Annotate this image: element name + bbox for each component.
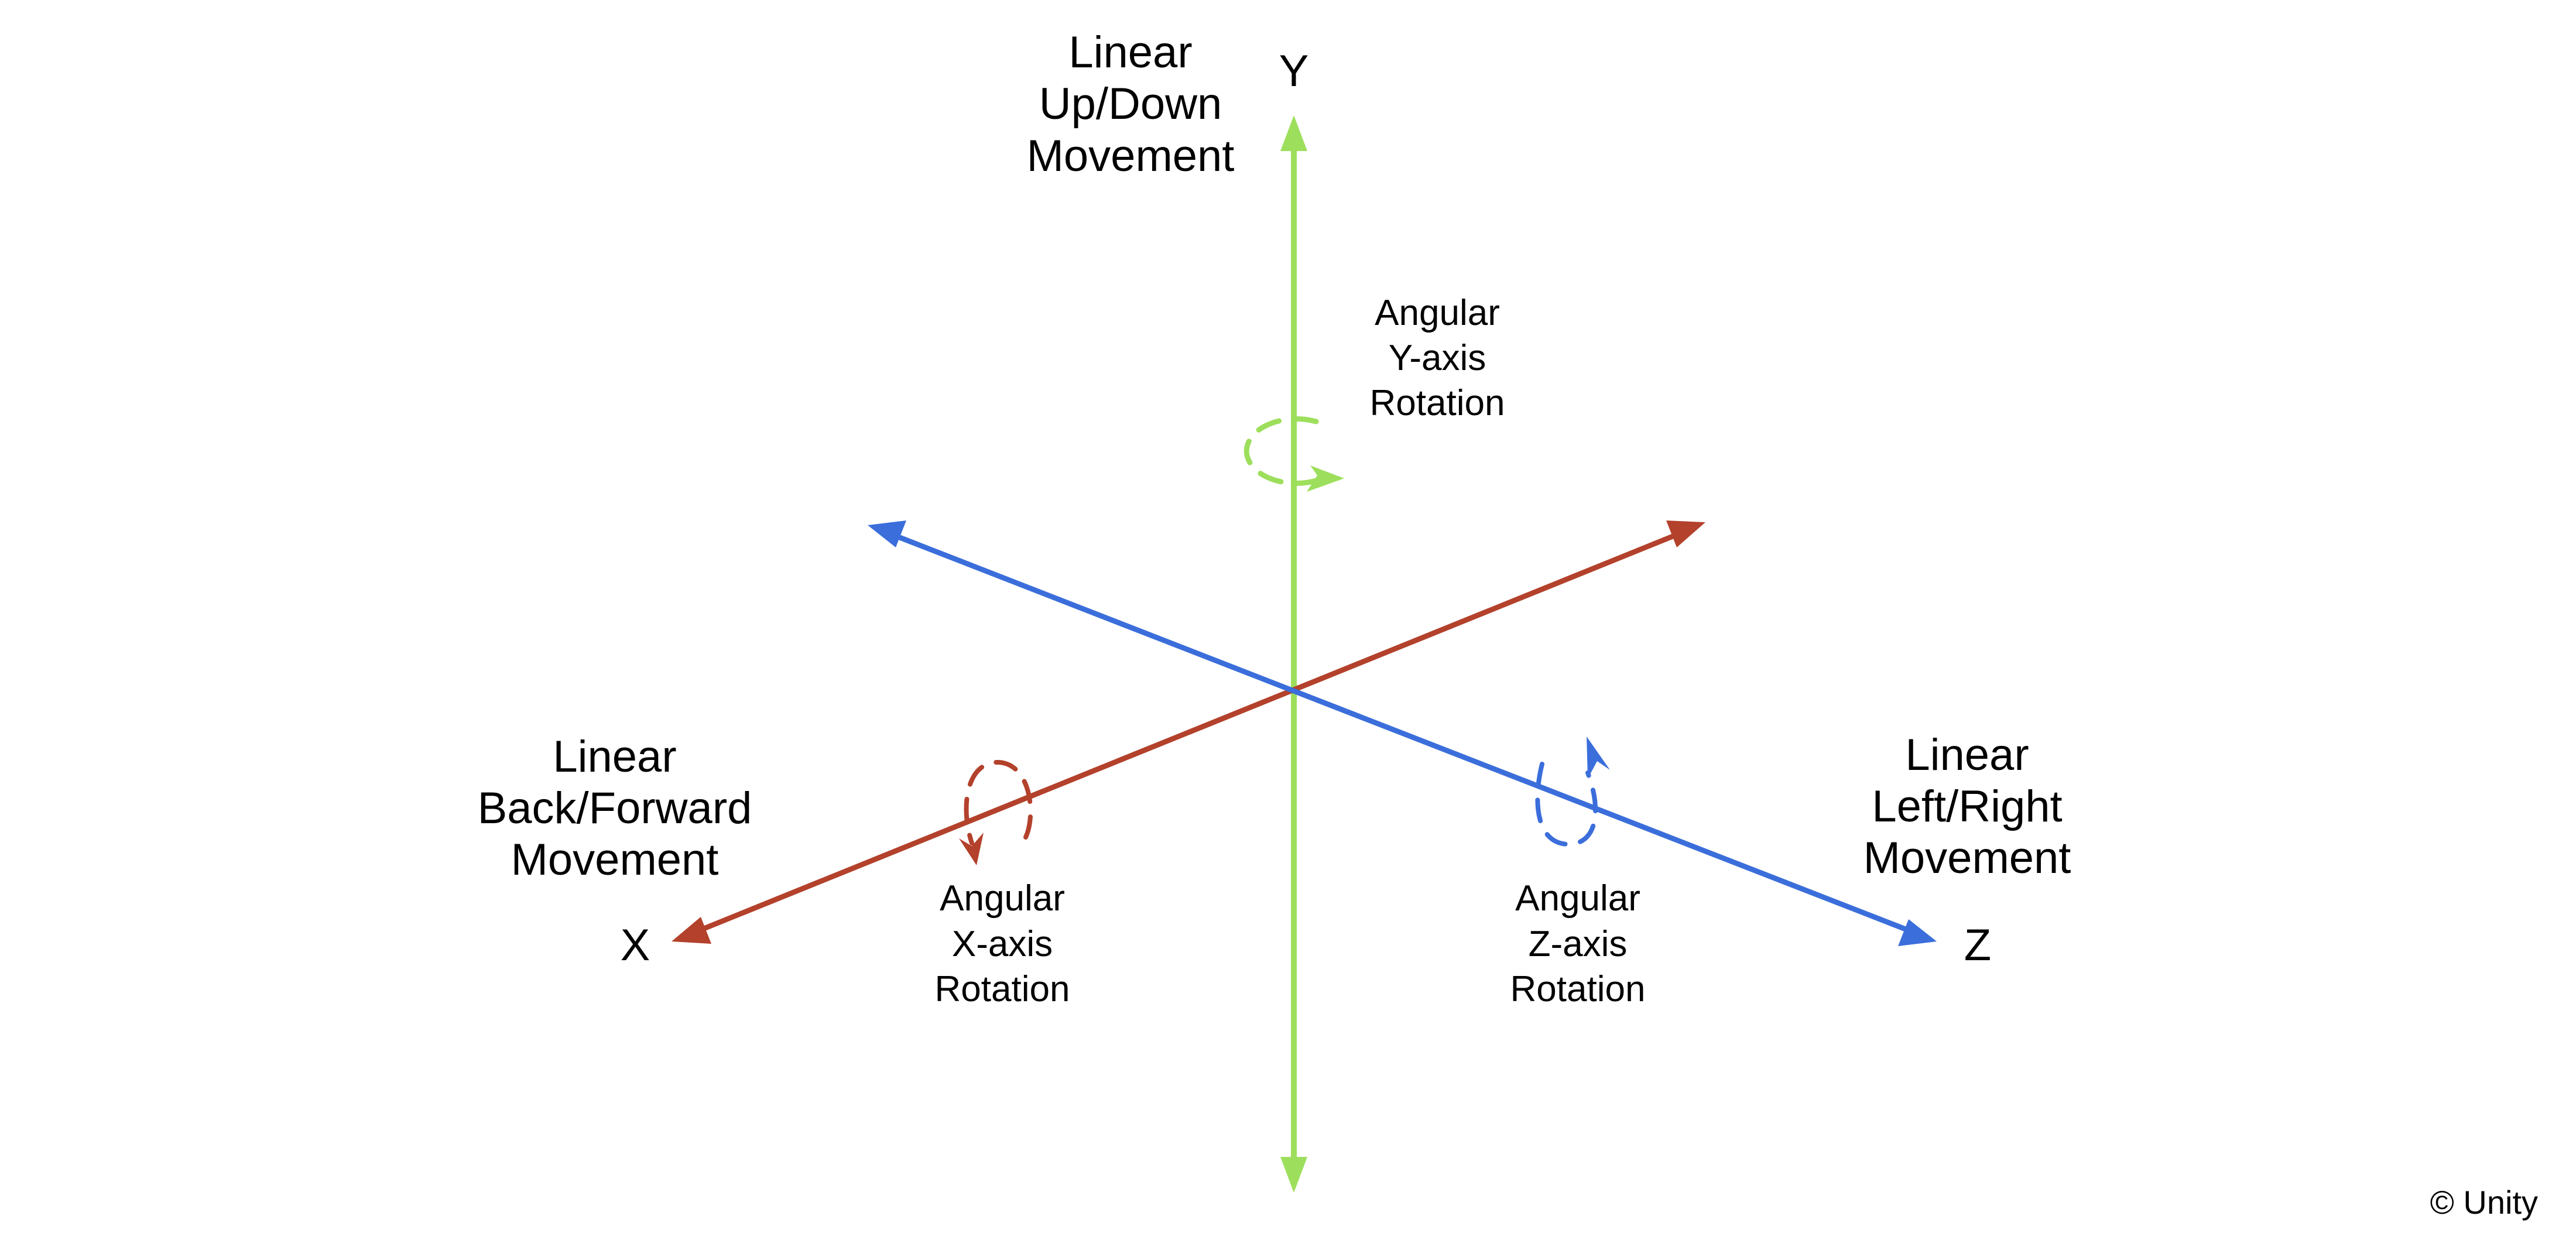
copyright-credit: © Unity: [2430, 1184, 2538, 1221]
x-axis-arrowhead-forward: [1666, 520, 1705, 547]
y-linear-label: Linear Up/Down Movement: [1027, 28, 1235, 181]
z-axis-arrowhead-left: [868, 520, 906, 547]
y-axis-arrowhead-down: [1280, 1157, 1307, 1193]
z-axis-arrowhead-right: [1898, 919, 1937, 946]
y-rotation-arrowhead: [1307, 465, 1344, 492]
x-axis-letter: X: [621, 920, 650, 970]
label-line: Rotation: [1370, 383, 1505, 423]
x-angular-label: Angular X-axis Rotation: [935, 878, 1070, 1009]
x-linear-label: Linear Back/Forward Movement: [478, 732, 752, 885]
label-line: Linear: [1068, 28, 1192, 77]
x-axis-arrowhead-back: [672, 917, 711, 944]
label-line: Linear: [553, 732, 676, 782]
label-line: Linear: [1905, 730, 2029, 780]
z-angular-label: Angular Z-axis Rotation: [1510, 878, 1646, 1009]
label-line: Angular: [940, 878, 1065, 919]
label-line: Z-axis: [1529, 924, 1628, 964]
x-axis-line: [696, 530, 1683, 934]
label-line: Left/Right: [1872, 782, 2062, 831]
z-axis: [868, 520, 1937, 946]
y-angular-label: Angular Y-axis Rotation: [1370, 293, 1505, 423]
label-line: Angular: [1515, 878, 1640, 919]
label-line: Movement: [511, 835, 719, 885]
label-line: Y-axis: [1389, 338, 1486, 378]
y-axis-letter: Y: [1279, 46, 1309, 96]
z-linear-label: Linear Left/Right Movement: [1864, 730, 2071, 883]
label-line: Rotation: [1510, 969, 1646, 1009]
x-rotation-arrowhead: [959, 833, 984, 865]
z-rotation-indicator: [1535, 737, 1610, 847]
y-axis: [1280, 115, 1307, 1193]
y-axis-arrowhead-up: [1280, 115, 1307, 151]
z-rotation-dashed-arc: [1535, 762, 1598, 847]
label-line: X-axis: [952, 924, 1053, 964]
x-rotation-indicator: [959, 759, 1033, 865]
label-line: Movement: [1027, 131, 1235, 181]
label-line: Back/Forward: [478, 783, 752, 833]
z-axis-line: [891, 532, 1913, 934]
y-rotation-indicator: [1244, 416, 1344, 492]
x-axis: [672, 520, 1705, 944]
label-line: Rotation: [935, 969, 1070, 1009]
z-rotation-arrowhead: [1587, 737, 1610, 779]
label-line: Movement: [1864, 833, 2071, 883]
z-axis-letter: Z: [1964, 920, 1991, 970]
x-rotation-dashed-arc: [964, 759, 1033, 845]
label-line: Angular: [1375, 293, 1500, 333]
label-line: Up/Down: [1039, 79, 1222, 129]
y-rotation-dashed-arc: [1244, 416, 1332, 486]
